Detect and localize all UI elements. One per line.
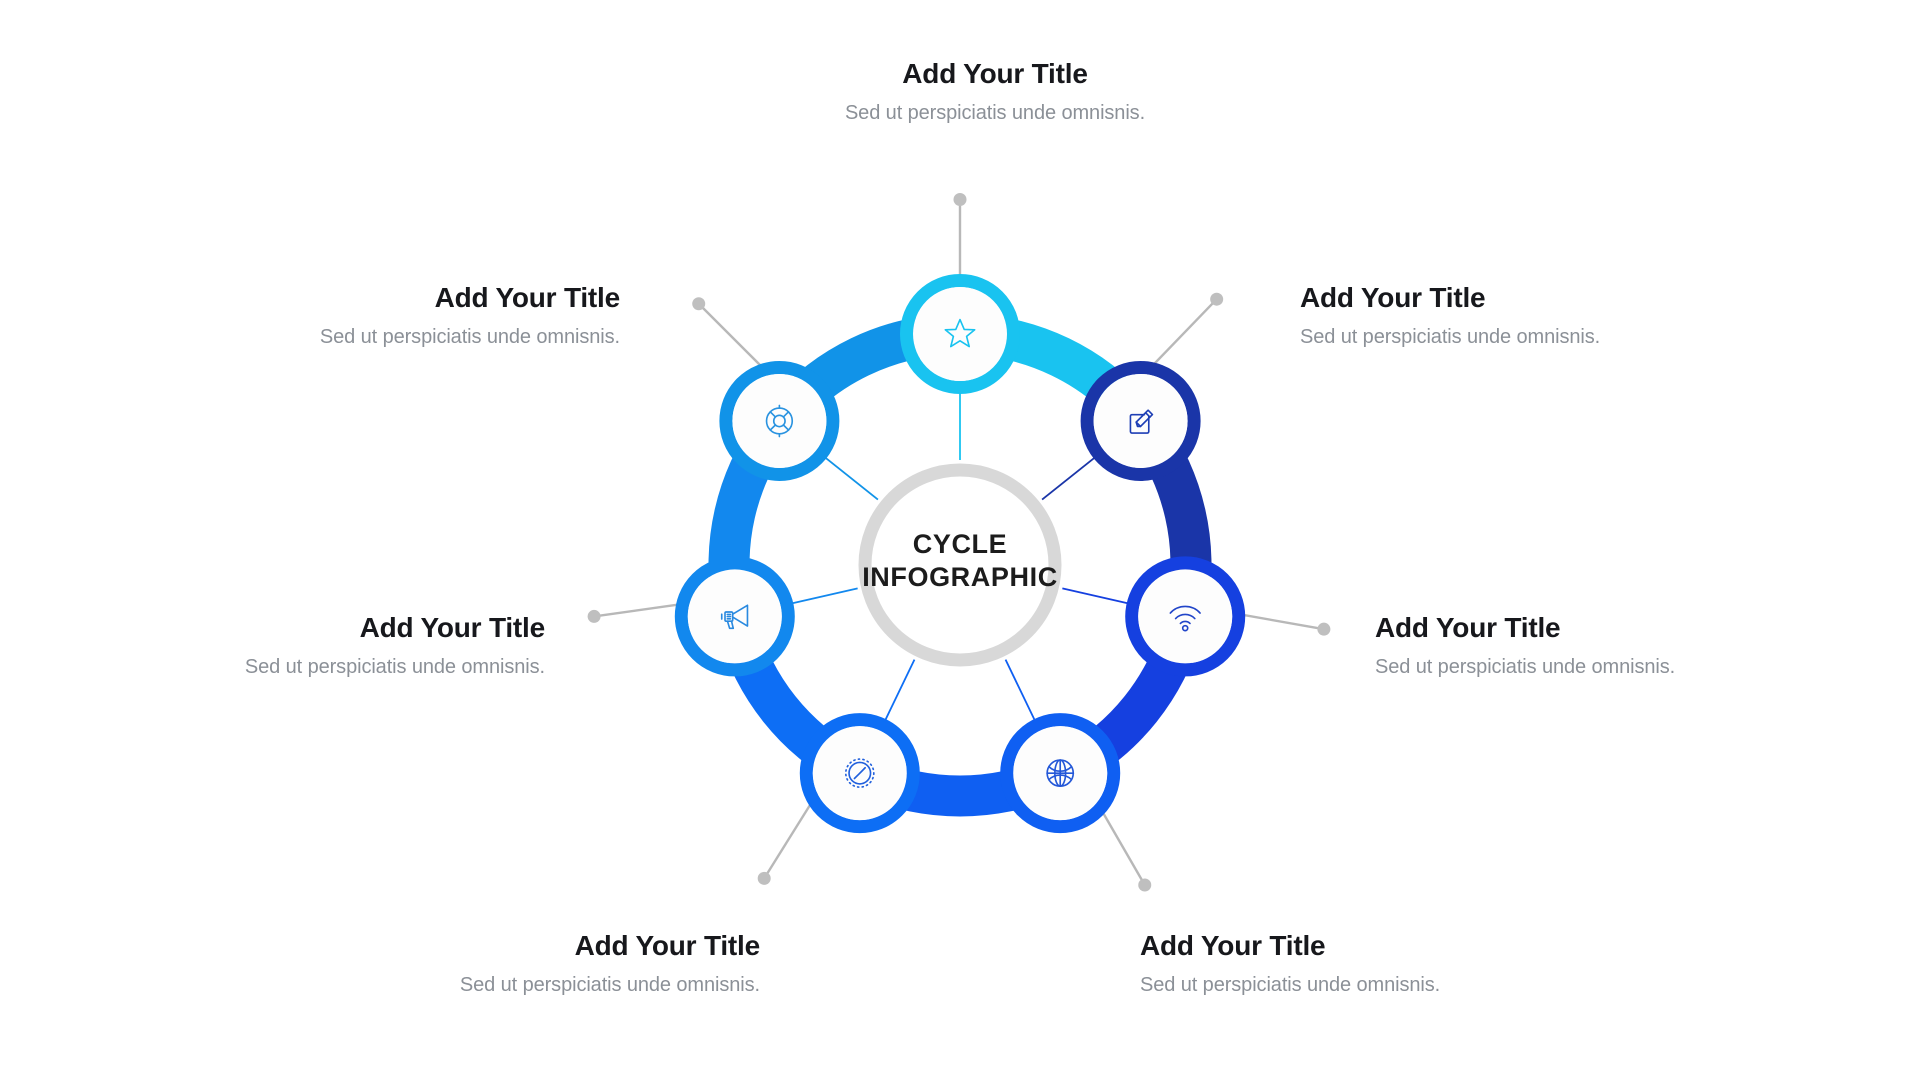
label-block-7: Add Your Title Sed ut perspiciatis unde … [180, 282, 620, 349]
label-block-2: Add Your Title Sed ut perspiciatis unde … [1300, 282, 1730, 349]
connector-dot [1210, 292, 1224, 306]
node-disc [913, 287, 1007, 381]
center-ring [858, 463, 1062, 667]
connector-dot [757, 871, 771, 885]
label-block-6: Add Your Title Sed ut perspiciatis unde … [170, 612, 545, 679]
spoke-line [1062, 587, 1138, 607]
node-ring [799, 713, 920, 834]
spoke-line [782, 587, 858, 607]
spoke-line [1004, 659, 1040, 730]
node-disc [687, 569, 782, 664]
label-title-1: Add Your Title [902, 58, 1088, 89]
center-title-line1: CYCLE [912, 529, 1008, 559]
label-block-1: Add Your Title Sed ut perspiciatis unde … [745, 58, 1245, 125]
icon-node-edit-pencil[interactable] [1080, 360, 1201, 481]
node-disc [1093, 373, 1188, 468]
icon-node-megaphone[interactable] [674, 556, 795, 677]
lifebuoy-icon [765, 404, 794, 438]
label-title-7: Add Your Title [434, 282, 621, 313]
icon-node-star[interactable] [900, 274, 1020, 394]
node-ring [1080, 360, 1201, 481]
node-ring [674, 556, 795, 677]
node-ring [719, 360, 840, 481]
label-desc-4: Sed ut perspiciatis unde omnisnis. [1140, 974, 1441, 996]
connector-dot [587, 609, 601, 623]
node-disc [1138, 569, 1233, 664]
label-desc-5: Sed ut perspiciatis unde omnisnis. [459, 974, 760, 996]
label-desc-1: Sed ut perspiciatis unde omnisnis. [844, 102, 1146, 124]
node-ring [1000, 713, 1121, 834]
node-ring [1125, 556, 1246, 677]
label-title-4: Add Your Title [1140, 930, 1326, 961]
wifi-icon [1169, 605, 1201, 632]
label-title-3: Add Your Title [1375, 612, 1561, 643]
label-desc-3: Sed ut perspiciatis unde omnisnis. [1375, 656, 1676, 678]
connector-dot [692, 297, 706, 311]
edit-pencil-icon [1129, 409, 1154, 434]
node-ring [900, 274, 1020, 394]
label-block-5: Add Your Title Sed ut perspiciatis unde … [330, 930, 760, 997]
globe-icon [1046, 759, 1075, 788]
spoke-line [880, 659, 916, 730]
connector-dot [1317, 622, 1331, 636]
spoke-lines [782, 383, 1138, 730]
node-disc [732, 373, 827, 468]
icon-node-globe[interactable] [1000, 713, 1121, 834]
label-desc-2: Sed ut perspiciatis unde omnisnis. [1300, 326, 1601, 348]
icon-node-lifebuoy[interactable] [719, 360, 840, 481]
connector-dot [1138, 878, 1152, 892]
center-title: CYCLE INFOGRAPHIC [830, 528, 1090, 594]
label-desc-6: Sed ut perspiciatis unde omnisnis. [244, 656, 545, 678]
megaphone-icon [720, 604, 749, 630]
icon-node-wifi[interactable] [1125, 556, 1246, 677]
icon-nodes [674, 274, 1246, 834]
compass-icon [844, 758, 875, 788]
label-desc-7: Sed ut perspiciatis unde omnisnis. [319, 326, 620, 348]
star-icon [944, 318, 976, 348]
spoke-line [1041, 450, 1103, 501]
label-block-3: Add Your Title Sed ut perspiciatis unde … [1375, 612, 1805, 679]
connector-dot [953, 193, 967, 206]
label-title-5: Add Your Title [574, 930, 761, 961]
spoke-line [817, 450, 879, 501]
center-title-line2: INFOGRAPHIC [862, 561, 1058, 592]
label-block-4: Add Your Title Sed ut perspiciatis unde … [1140, 930, 1570, 997]
icon-node-compass[interactable] [799, 713, 920, 834]
label-title-2: Add Your Title [1300, 282, 1486, 313]
label-title-6: Add Your Title [359, 612, 546, 643]
